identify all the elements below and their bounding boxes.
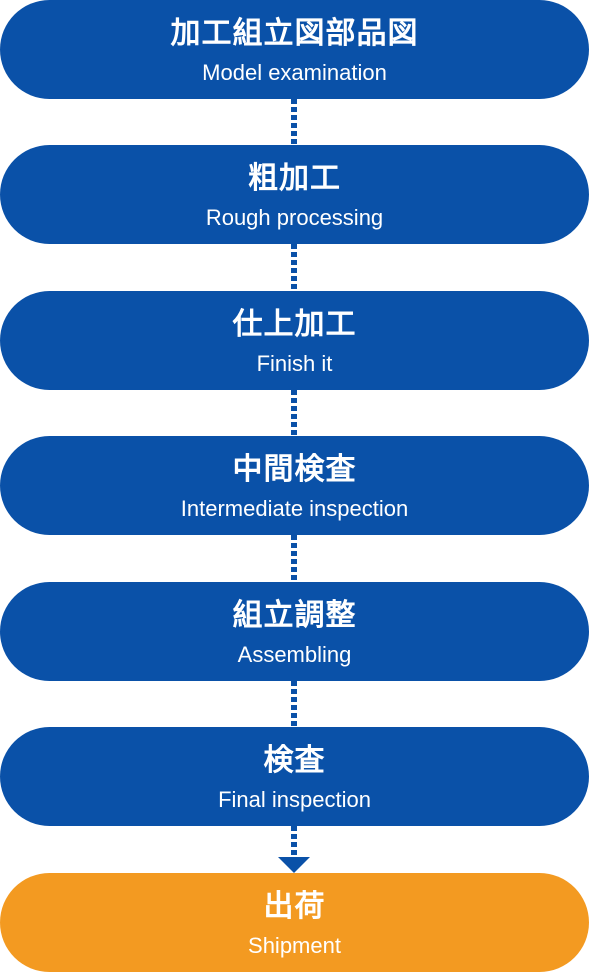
step-title-en: Rough processing xyxy=(205,205,384,230)
step-title-jp: 粗加工 xyxy=(248,161,341,196)
process-step-model-examination: 加工組立図部品図 Model examination xyxy=(0,0,589,99)
step-title-en: Intermediate inspection xyxy=(180,496,409,521)
step-title-jp: 中間検査 xyxy=(232,452,357,487)
dotted-connector xyxy=(291,535,297,581)
process-step-rough-processing: 粗加工 Rough processing xyxy=(0,145,589,244)
step-title-en: Final inspection xyxy=(218,787,371,812)
step-title-jp: 検査 xyxy=(263,743,326,778)
step-title-jp: 組立調整 xyxy=(232,598,357,633)
process-step-intermediate-inspection: 中間検査 Intermediate inspection xyxy=(0,436,589,535)
arrow-down-icon xyxy=(278,857,310,873)
step-title-jp: 仕上加工 xyxy=(232,307,357,342)
dotted-connector xyxy=(291,826,297,858)
process-step-finish: 仕上加工 Finish it xyxy=(0,291,589,390)
dotted-connector xyxy=(291,681,297,727)
dotted-connector xyxy=(291,390,297,436)
step-title-en: Assembling xyxy=(237,642,352,667)
step-title-jp: 加工組立図部品図 xyxy=(170,16,419,51)
process-step-assembling: 組立調整 Assembling xyxy=(0,582,589,681)
step-title-en: Finish it xyxy=(256,351,333,376)
dotted-connector xyxy=(291,244,297,290)
step-title-en: Model examination xyxy=(202,60,387,85)
step-title-en: Shipment xyxy=(248,933,341,958)
dotted-connector xyxy=(291,99,297,145)
process-step-shipment: 出荷 Shipment xyxy=(0,873,589,972)
step-title-jp: 出荷 xyxy=(263,889,326,924)
process-step-final-inspection: 検査 Final inspection xyxy=(0,727,589,826)
